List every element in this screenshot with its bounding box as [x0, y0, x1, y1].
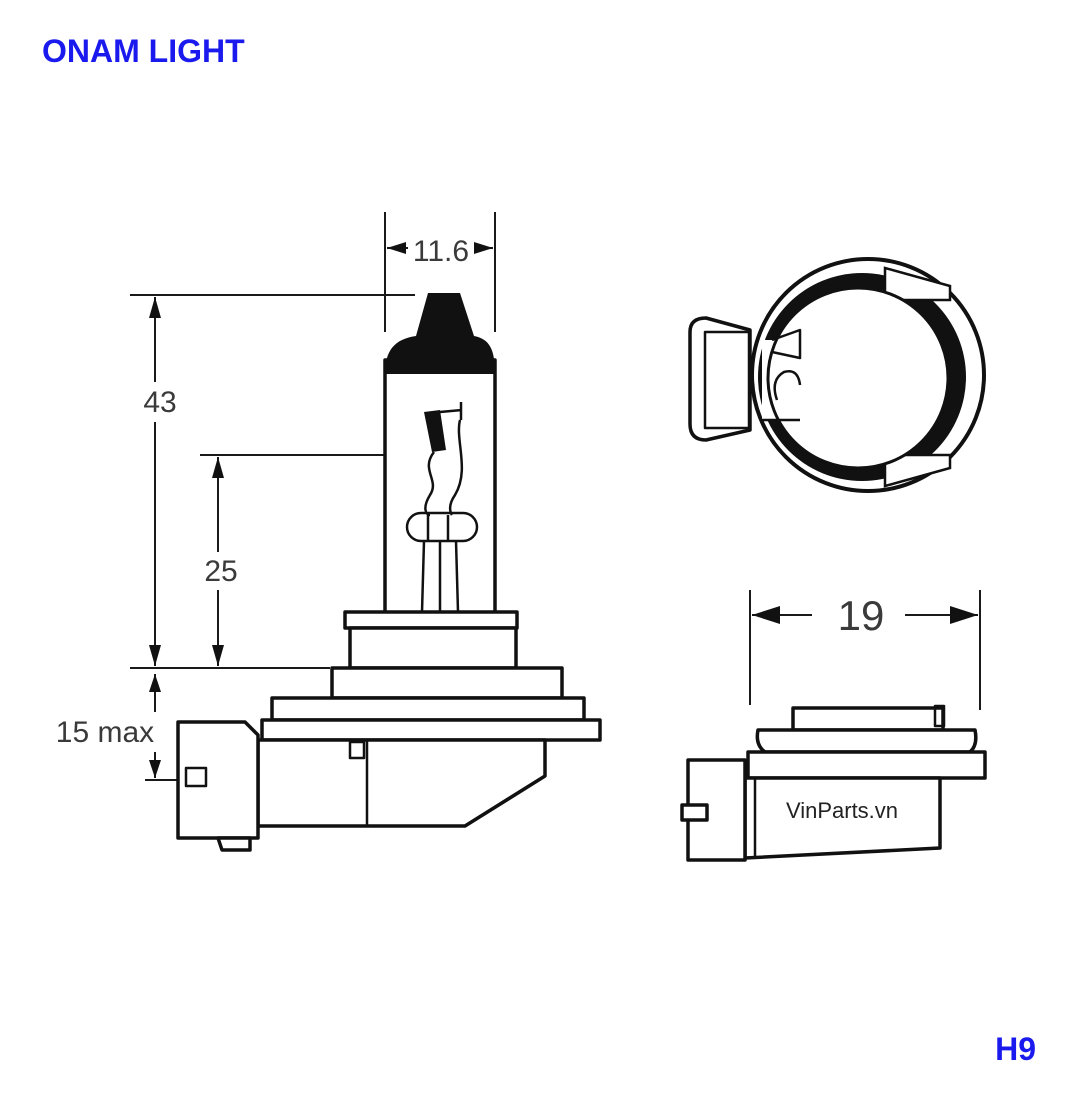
bulb-front-view: 19 VinParts.vn [680, 590, 987, 862]
dimension-glass-diameter: 11.6 [384, 212, 496, 332]
label-base-depth: 15 max [56, 716, 154, 749]
glass-capsule [383, 293, 497, 616]
dimension-overall-length: 43 [130, 294, 415, 666]
brand-title: ONAM LIGHT [42, 33, 245, 69]
label-light-center: 25 [204, 555, 237, 588]
bulb-side-view: 11.6 43 25 15 max [56, 212, 602, 852]
label-glass-diameter: 11.6 [413, 235, 469, 268]
label-base-width: 19 [838, 592, 885, 639]
bulb-base [256, 610, 602, 828]
side-connector [176, 720, 260, 852]
label-overall-length: 43 [143, 386, 176, 419]
bulb-end-view [688, 257, 986, 493]
dimension-light-center: 25 [200, 454, 405, 666]
dimension-base-width: 19 [749, 590, 981, 710]
filament [405, 402, 479, 613]
model-label: H9 [995, 1031, 1036, 1067]
watermark: VinParts.vn [786, 798, 898, 823]
